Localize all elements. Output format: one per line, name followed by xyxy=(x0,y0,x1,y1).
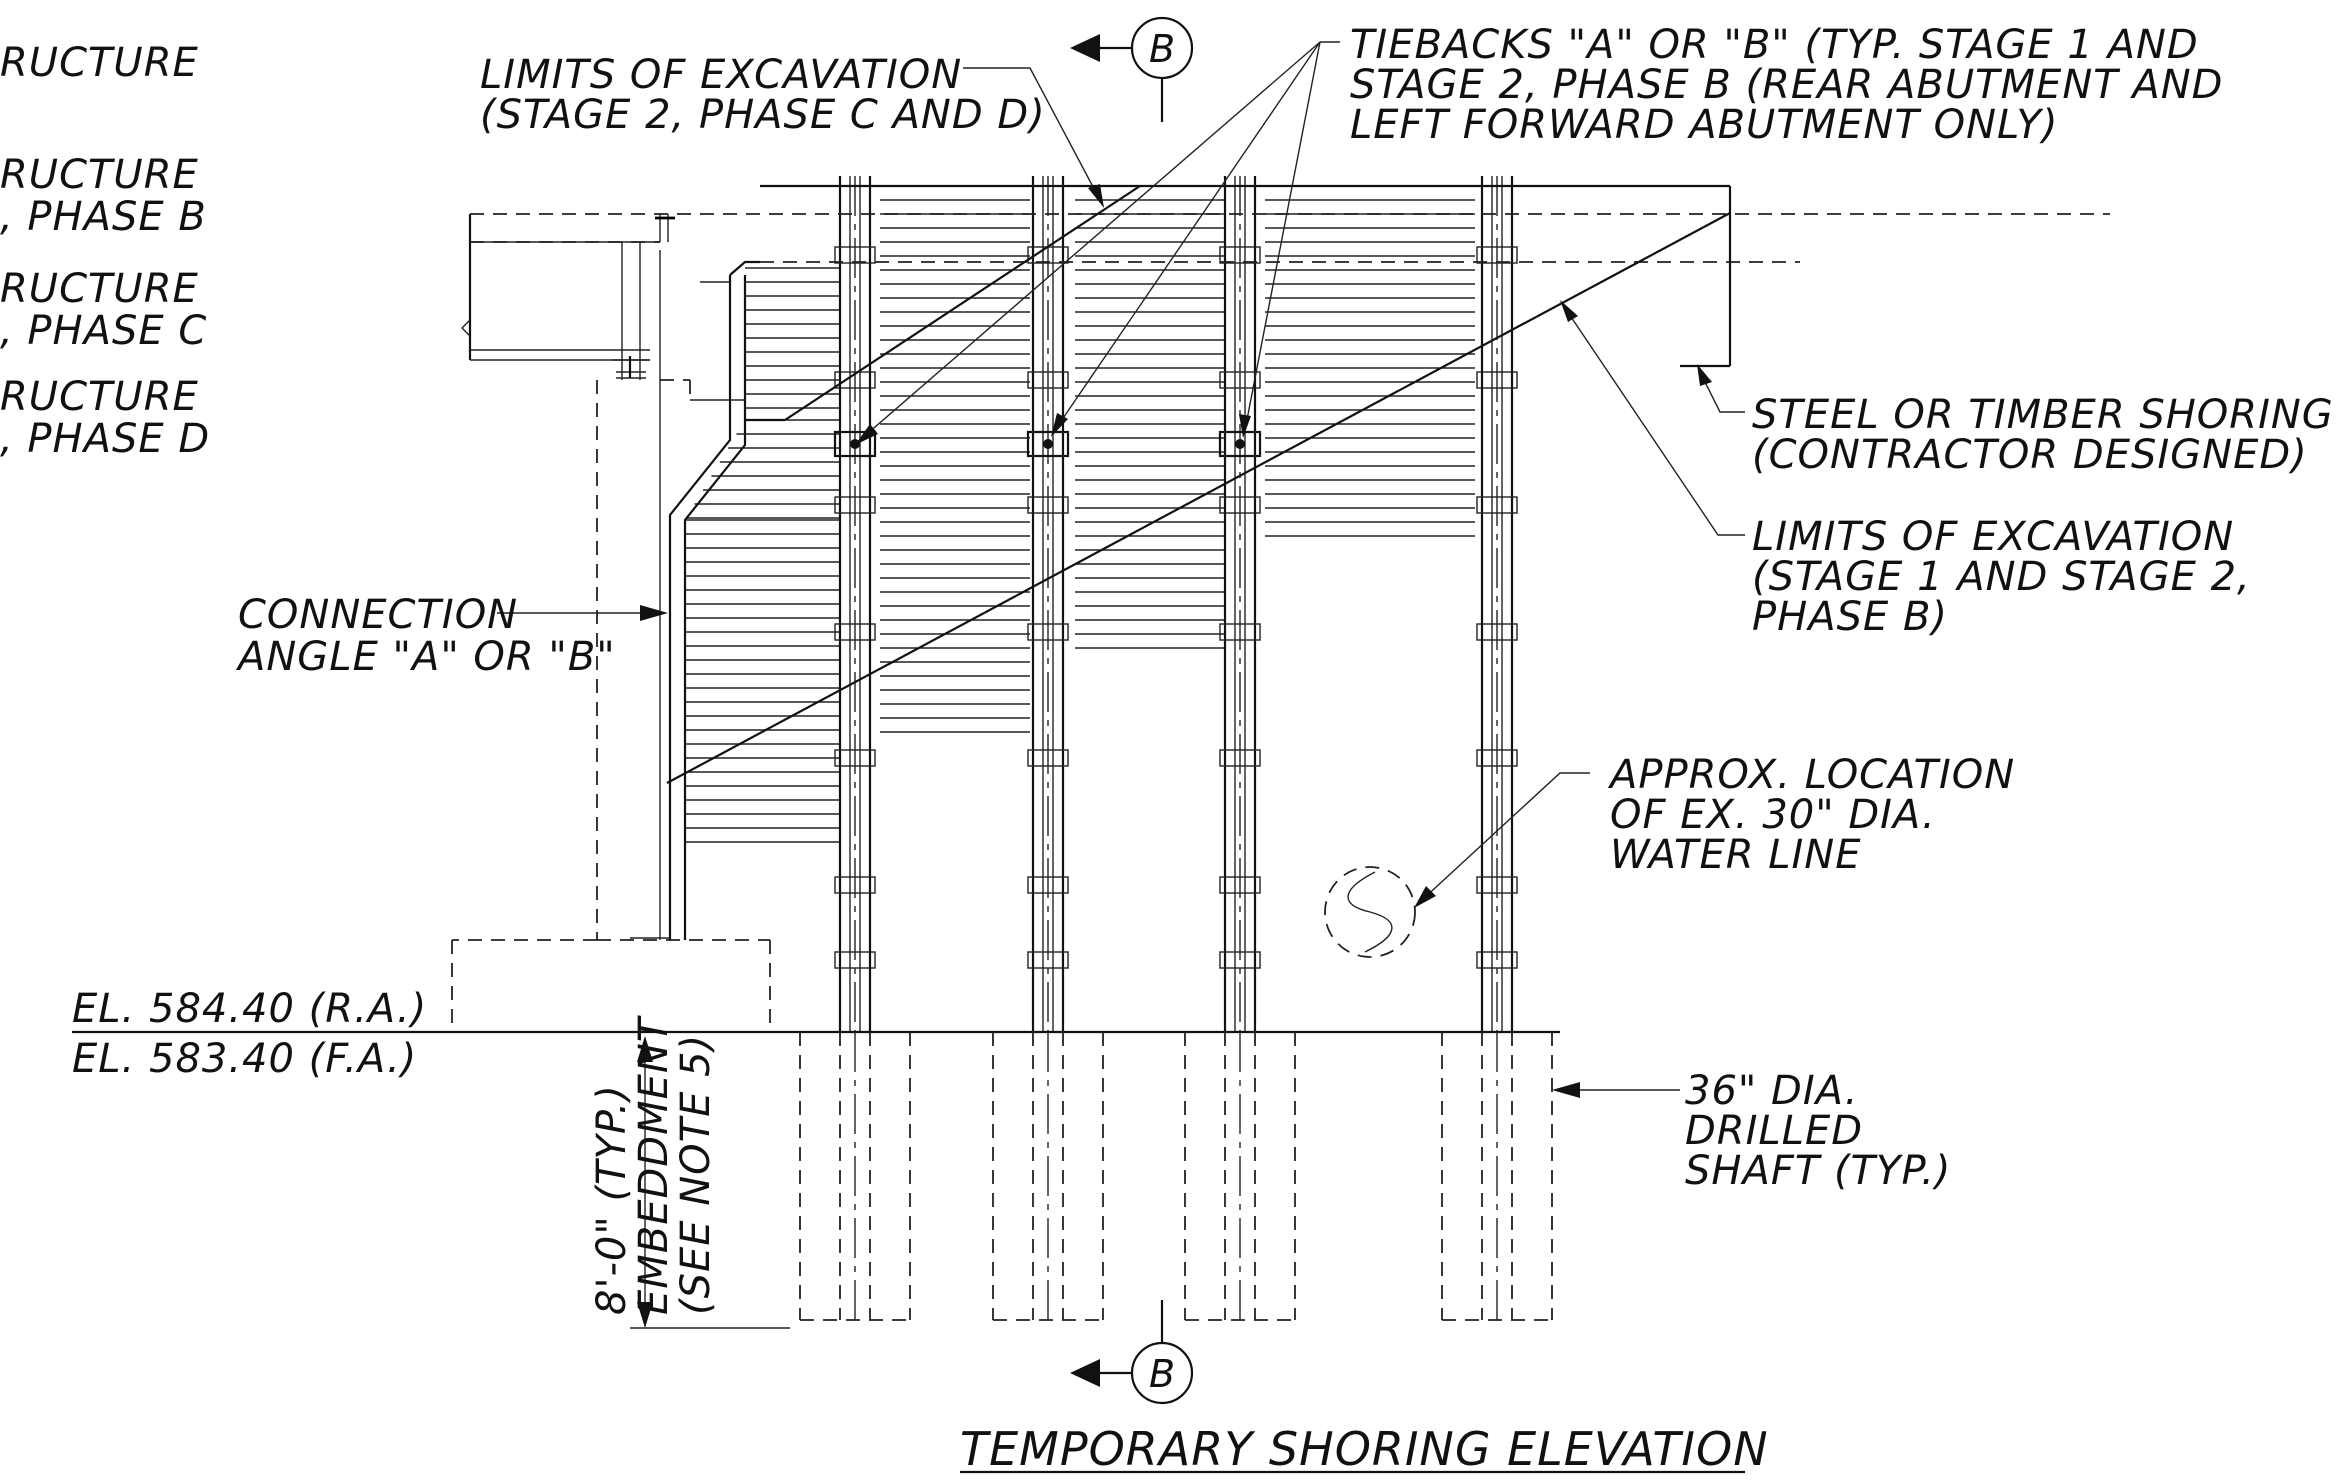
structure-label-3: RUCTURE xyxy=(0,266,199,312)
tiebacks-line-1: TIEBACKS "A" OR "B" (TYP. STAGE 1 AND xyxy=(1350,22,2199,68)
structure-phase-c: , PHASE C xyxy=(0,308,207,354)
limits-b-line-2: (STAGE 1 AND STAGE 2, xyxy=(1752,554,2251,600)
leaders xyxy=(497,41,1745,1329)
callout-water-line: APPROX. LOCATION OF EX. 30" DIA. WATER L… xyxy=(1607,752,2015,878)
embedment-line-2: EMBEDDMENT xyxy=(631,1014,677,1315)
limits-cd-line-2: (STAGE 2, PHASE C AND D) xyxy=(480,92,1046,138)
callout-limits-excavation-cd: LIMITS OF EXCAVATION (STAGE 2, PHASE C A… xyxy=(480,52,1046,138)
structure-phase-b: , PHASE B xyxy=(0,194,207,240)
drilled-shaft xyxy=(1441,1032,1553,1321)
water-line-1: APPROX. LOCATION xyxy=(1607,752,2015,798)
title-text: TEMPORARY SHORING ELEVATION xyxy=(960,1422,1769,1476)
callout-steel-shoring: STEEL OR TIMBER SHORING (CONTRACTOR DESI… xyxy=(1752,392,2334,478)
section-letter-bottom: B xyxy=(1149,1352,1175,1396)
steel-shoring-line-2: (CONTRACTOR DESIGNED) xyxy=(1752,432,2308,478)
soldier-pile xyxy=(1218,176,1262,1032)
limits-b-line-1: LIMITS OF EXCAVATION xyxy=(1752,514,2234,560)
steel-shoring-line-1: STEEL OR TIMBER SHORING xyxy=(1752,392,2334,438)
embedment-line-3: (SEE NOTE 5) xyxy=(673,1034,719,1315)
structure-label-2: RUCTURE xyxy=(0,152,199,198)
water-line-symbol xyxy=(1324,866,1416,958)
drawing-title: TEMPORARY SHORING ELEVATION xyxy=(960,1422,1769,1476)
callout-limits-excavation-b: LIMITS OF EXCAVATION (STAGE 1 AND STAGE … xyxy=(1752,514,2251,640)
limits-cd-line-1: LIMITS OF EXCAVATION xyxy=(480,52,962,98)
excavation-limits xyxy=(666,185,1731,784)
water-line-2: OF EX. 30" DIA. xyxy=(1610,792,1936,838)
section-letter-top: B xyxy=(1149,27,1175,71)
svg-text:, PHASE C: , PHASE C xyxy=(0,308,207,354)
drilled-shafts xyxy=(799,1032,1553,1321)
drilled-shaft-line-2: DRILLED xyxy=(1685,1108,1863,1154)
elevation-rear-abutment: EL. 584.40 (R.A.) xyxy=(72,986,427,1032)
callout-drilled-shaft: 36" DIA. DRILLED SHAFT (TYP.) xyxy=(1685,1068,1951,1194)
svg-text:RUCTURE: RUCTURE xyxy=(0,374,199,420)
water-line-3: WATER LINE xyxy=(1610,832,1862,878)
callout-connection-angle: CONNECTION ANGLE "A" OR "B" xyxy=(235,592,616,680)
elevation-labels: EL. 584.40 (R.A.) EL. 583.40 (F.A.) xyxy=(72,986,427,1082)
soldier-pile xyxy=(1476,176,1518,1032)
connection-line-2: ANGLE "A" OR "B" xyxy=(235,634,616,680)
drilled-shaft xyxy=(992,1032,1104,1321)
svg-text:RUCTURE: RUCTURE xyxy=(0,152,199,198)
soldier-piles xyxy=(833,176,1518,1032)
callout-tiebacks: TIEBACKS "A" OR "B" (TYP. STAGE 1 AND ST… xyxy=(1350,22,2223,148)
svg-text:RUCTURE: RUCTURE xyxy=(0,40,199,86)
svg-text:RUCTURE: RUCTURE xyxy=(0,266,199,312)
callout-structure-left: RUCTURE RUCTURE , PHASE B RUCTURE , PHAS… xyxy=(0,40,210,462)
section-marker-bottom: B xyxy=(1070,1300,1194,1405)
soldier-pile xyxy=(1026,176,1070,1032)
svg-text:, PHASE B: , PHASE B xyxy=(0,194,207,240)
svg-text:, PHASE D: , PHASE D xyxy=(0,416,210,462)
elevation-forward-abutment: EL. 583.40 (F.A.) xyxy=(72,1036,417,1082)
drilled-shaft xyxy=(799,1032,911,1321)
embedment-dimension: 8'-0" (TYP.) EMBEDDMENT (SEE NOTE 5) xyxy=(589,1014,719,1315)
structure-label-4: RUCTURE xyxy=(0,374,199,420)
tiebacks-line-3: LEFT FORWARD ABUTMENT ONLY) xyxy=(1350,102,2059,148)
structure-label-1: RUCTURE xyxy=(0,40,199,86)
structure-phase-d: , PHASE D xyxy=(0,416,210,462)
drilled-shaft-line-1: 36" DIA. xyxy=(1685,1068,1858,1114)
timber-lagging xyxy=(685,185,1475,843)
section-marker-top: B xyxy=(1070,16,1194,122)
existing-abutment xyxy=(72,184,2110,1034)
tiebacks-line-2: STAGE 2, PHASE B (REAR ABUTMENT AND xyxy=(1350,62,2223,108)
soldier-pile xyxy=(833,176,877,1032)
embedment-line-1: 8'-0" (TYP.) xyxy=(589,1084,635,1315)
limits-b-line-3: PHASE B) xyxy=(1752,594,1948,640)
drilled-shaft-line-3: SHAFT (TYP.) xyxy=(1685,1148,1951,1194)
connection-line-1: CONNECTION xyxy=(238,592,518,638)
drilled-shaft xyxy=(1184,1032,1296,1321)
